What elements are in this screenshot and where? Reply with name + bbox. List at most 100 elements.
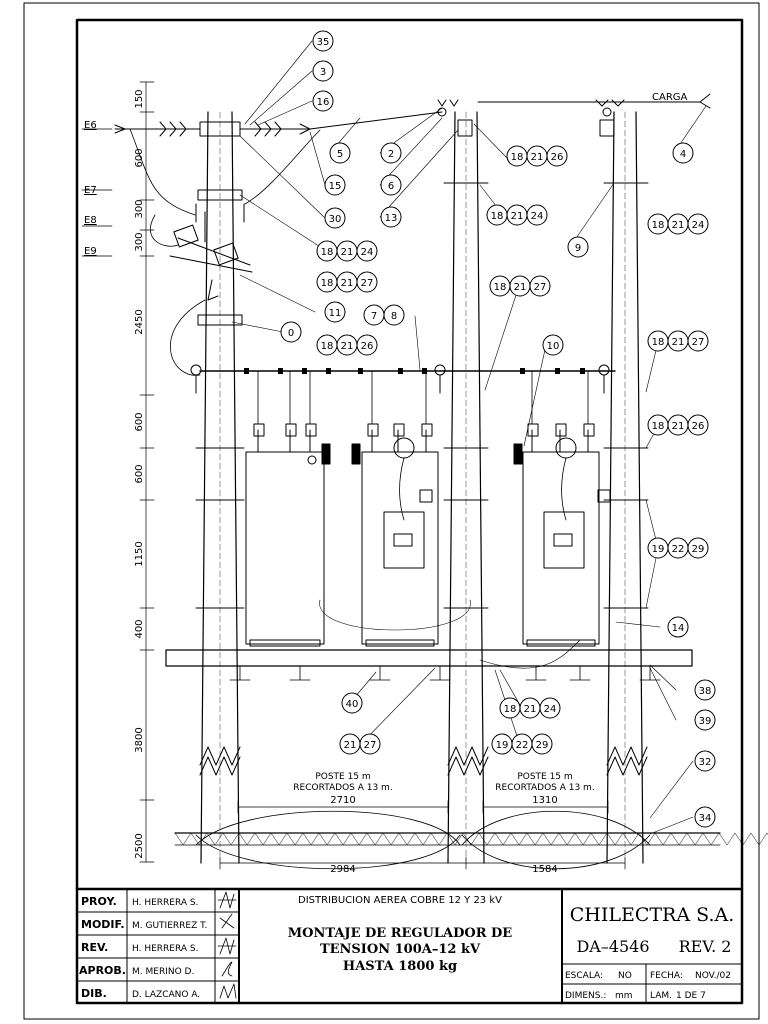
- callout-group-g182126_mid-26: 26: [356, 334, 378, 356]
- svg-text:18: 18: [652, 220, 665, 231]
- callout-group-g182124_a-18: 18: [316, 240, 338, 262]
- svg-text:24: 24: [531, 211, 544, 222]
- svg-text:9: 9: [575, 243, 581, 254]
- svg-text:8: 8: [391, 311, 397, 322]
- callout-4: 4: [672, 142, 694, 164]
- drawing-area: [81, 40, 768, 870]
- outer-frame: [23, 2, 760, 1020]
- svg-text:21: 21: [511, 211, 524, 222]
- dim-v-600a: 600: [134, 148, 145, 167]
- callout-group-g182124_bottom-21: 21: [519, 697, 541, 719]
- callout-11: 11: [324, 301, 346, 323]
- callout-group-g182127_c-18: 18: [647, 330, 669, 352]
- callout-35: 35: [312, 30, 334, 52]
- pole-note-left-line2: RECORTADOS A 13 m.: [293, 783, 392, 793]
- callout-9: 9: [567, 236, 589, 258]
- leader-lines: [231, 40, 707, 835]
- top-conductors: [309, 93, 711, 137]
- escala-label: ESCALA:: [565, 971, 603, 981]
- callout-15: 15: [324, 174, 346, 196]
- svg-text:19: 19: [652, 544, 665, 555]
- svg-text:15: 15: [329, 181, 342, 192]
- carga-label: CARGA: [652, 92, 688, 103]
- drawing-subtitle: DISTRIBUCION AEREA COBRE 12 Y 23 kV: [298, 895, 502, 906]
- svg-text:18: 18: [321, 247, 334, 258]
- svg-text:21: 21: [514, 282, 527, 293]
- company-name: CHILECTRA S.A.: [570, 904, 735, 926]
- callout-3: 3: [312, 60, 334, 82]
- callout-group-g192229_right-19: 19: [647, 537, 669, 559]
- role-name-proy: H. HERRERA S.: [132, 898, 198, 908]
- callout-group-g192229_right-29: 29: [687, 537, 709, 559]
- ground: [174, 810, 768, 870]
- svg-text:40: 40: [346, 699, 359, 710]
- callout-14: 14: [667, 616, 689, 638]
- dim-v-300a: 300: [134, 199, 145, 218]
- pole-clamps: [195, 182, 649, 609]
- callout-group-g192229_right-22: 22: [667, 537, 689, 559]
- lam-value: 1 DE 7: [676, 991, 706, 1001]
- role-name-dib: D. LAZCANO A.: [132, 990, 200, 1000]
- svg-text:18: 18: [504, 704, 517, 715]
- svg-text:30: 30: [329, 214, 342, 225]
- svg-text:0: 0: [288, 328, 294, 339]
- svg-text:18: 18: [491, 211, 504, 222]
- svg-text:24: 24: [544, 704, 557, 715]
- side-label-e7: E7: [84, 185, 97, 196]
- callout-group-g78-8: 8: [383, 304, 405, 326]
- svg-text:35: 35: [317, 37, 330, 48]
- regulator-middle: [351, 370, 439, 647]
- role-name-aprob: M. MERINO D.: [132, 967, 194, 977]
- side-label-e9: E9: [84, 246, 97, 257]
- dim-h-2984: 2984: [330, 864, 355, 875]
- callout-group-g182126_top-21: 21: [526, 145, 548, 167]
- callout-32: 32: [694, 750, 716, 772]
- role-label-proy: PROY.: [81, 895, 117, 908]
- svg-text:27: 27: [361, 278, 374, 289]
- pole-note-right-line1: POSTE 15 m: [517, 772, 572, 782]
- dimens-label: DIMENS.:: [565, 991, 606, 1001]
- drawing-labels: E6 E7 E8 E9 CARGA 150 600 300 300 2450 6…: [84, 89, 688, 875]
- role-label-aprob: APROB.: [79, 964, 126, 977]
- horizontal-dimension-lines: [219, 800, 626, 870]
- svg-text:6: 6: [388, 181, 394, 192]
- callout-group-g182126_right-18: 18: [647, 414, 669, 436]
- dim-v-2500: 2500: [134, 833, 145, 858]
- drawing-title-line3: HASTA 1800 kg: [343, 959, 457, 974]
- regulator-left: [245, 370, 331, 647]
- svg-text:21: 21: [341, 278, 354, 289]
- fecha-value: NOV./02: [695, 971, 731, 981]
- callout-16: 16: [312, 90, 334, 112]
- role-name-modif: M. GUTIERREZ T.: [132, 921, 207, 931]
- callout-group-g182124_c-18: 18: [647, 213, 669, 235]
- svg-text:29: 29: [536, 740, 549, 751]
- callout-group-g182124_a-24: 24: [356, 240, 378, 262]
- callout-group-g2127-21: 21: [339, 733, 361, 755]
- drawing-border: [75, 18, 744, 1005]
- svg-text:26: 26: [692, 421, 705, 432]
- callout-group-g182124_c-24: 24: [687, 213, 709, 235]
- callout-group-g182126_right-26: 26: [687, 414, 709, 436]
- svg-text:24: 24: [361, 247, 374, 258]
- dim-v-600c: 600: [134, 464, 145, 483]
- svg-text:21: 21: [531, 152, 544, 163]
- svg-text:21: 21: [341, 341, 354, 352]
- escala-value: NO: [618, 971, 632, 981]
- callout-group-g182124_a-21: 21: [336, 240, 358, 262]
- svg-text:14: 14: [672, 623, 685, 634]
- title-block: [75, 887, 744, 1004]
- callout-group-g182127_b-27: 27: [529, 275, 551, 297]
- callout-group-g182127_b-18: 18: [489, 275, 511, 297]
- dim-h-1584: 1584: [532, 864, 557, 875]
- callout-13: 13: [380, 206, 402, 228]
- regulator-hardware: [129, 128, 321, 376]
- dim-v-400: 400: [134, 619, 145, 638]
- role-label-rev: REV.: [81, 941, 108, 954]
- svg-text:27: 27: [364, 740, 377, 751]
- callout-6: 6: [380, 174, 402, 196]
- svg-text:27: 27: [692, 337, 705, 348]
- dim-v-1150: 1150: [134, 541, 145, 566]
- pole-note-left-line1: POSTE 15 m: [315, 772, 370, 782]
- callout-group-g182124_bottom-24: 24: [539, 697, 561, 719]
- callout-group-g182127_b-21: 21: [509, 275, 531, 297]
